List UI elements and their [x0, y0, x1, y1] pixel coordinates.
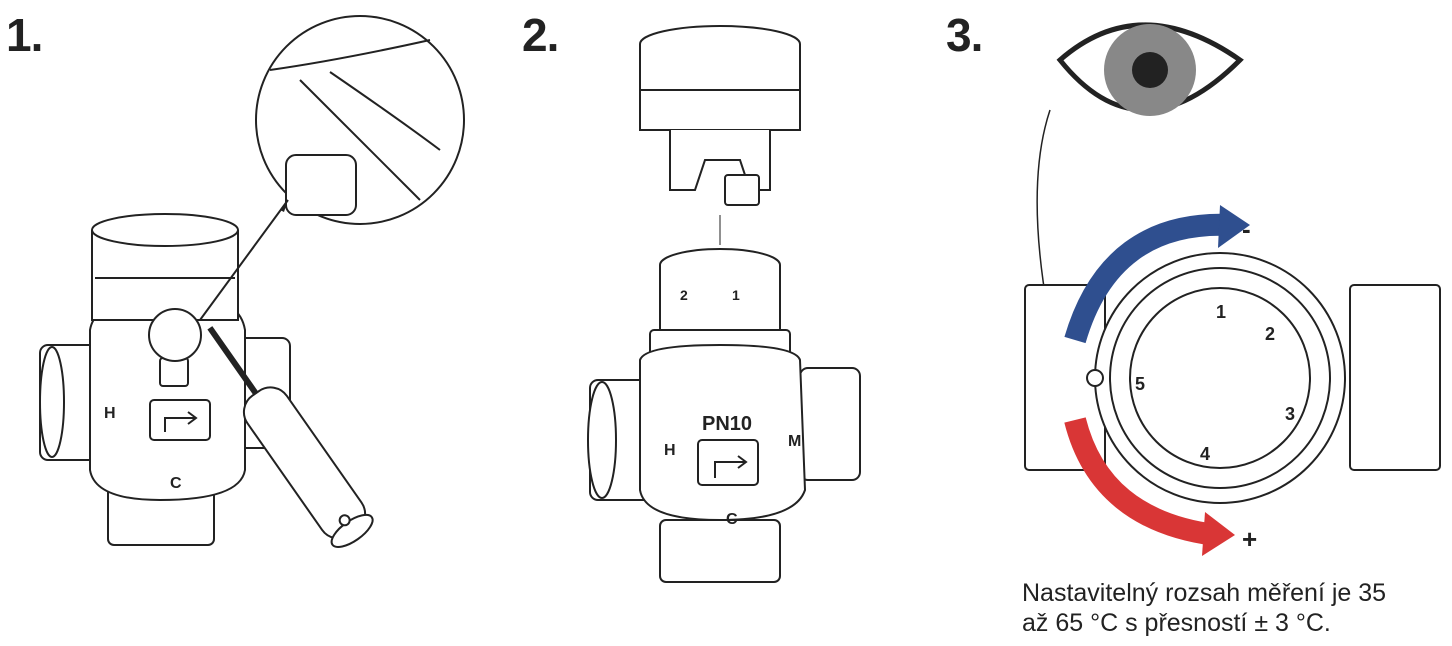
minus-sign: -	[1242, 214, 1251, 244]
actuator-housing	[639, 44, 801, 131]
valve-bottom-port	[659, 519, 781, 583]
caption-line-2: až 65 °C s přesností ± 3 °C.	[1022, 609, 1331, 637]
caption: Nastavitelný rozsah měření je 35 až 65 °…	[1022, 578, 1452, 638]
step-3-number: 3.	[946, 9, 983, 61]
dial-indicator	[1086, 369, 1104, 387]
step-1-number: 1.	[6, 9, 43, 61]
valve-right-port	[1349, 284, 1441, 471]
hot-port-label: H	[664, 442, 676, 459]
dial-mark-2: 2	[1265, 324, 1275, 344]
plus-sign: +	[1242, 524, 1257, 554]
dial-face	[1129, 287, 1311, 469]
dial-mark-4: 4	[1200, 444, 1210, 464]
valve-body	[639, 343, 807, 522]
zoom-pointer-arrow	[199, 199, 289, 321]
dial-knob	[659, 265, 781, 331]
cold-port-label: C	[726, 511, 738, 528]
step-1-panel: 1.	[0, 0, 470, 646]
step-2-number: 2.	[522, 9, 559, 61]
screwdriver	[207, 326, 374, 548]
decrease-arrowhead	[1218, 205, 1250, 248]
eye-icon	[1056, 22, 1244, 116]
lk-logo-icon	[159, 357, 189, 387]
flow-arrow-icon	[714, 455, 748, 478]
flow-arrow-box	[149, 399, 211, 441]
step-2-illustration: 2 1 PN10 H M C	[587, 25, 861, 583]
detail-logo	[285, 154, 357, 216]
hot-port-label: H	[104, 405, 116, 422]
increase-arrowhead	[1202, 512, 1235, 556]
step-1-illustration: H C	[39, 15, 465, 548]
valve-right-port	[799, 367, 861, 481]
lk-logo-icon	[724, 174, 760, 206]
valve-left-port-opening	[39, 346, 65, 458]
step-3-panel: 3. 1 2 3 4 5 - +	[910, 0, 1452, 646]
dial-mark-1: 1	[732, 287, 740, 303]
dial-mark-3: 3	[1285, 404, 1295, 424]
decrease-rotation-arrow	[1064, 213, 1231, 344]
dial-mark-5: 5	[1135, 374, 1145, 394]
detail-marker-circle	[148, 308, 202, 362]
step-3-illustration: 1 2 3 4 5 - +	[1024, 22, 1441, 556]
cold-port-label: C	[170, 475, 182, 492]
caption-line-1: Nastavitelný rozsah měření je 35	[1022, 579, 1387, 607]
dial-mark-2: 2	[680, 287, 688, 303]
increase-rotation-arrow	[1064, 417, 1217, 546]
flow-arrow-icon	[164, 411, 198, 432]
mixed-port-label: M	[788, 433, 801, 450]
step-2-panel: 2. 2 1 PN10 H M C	[470, 0, 910, 646]
dial-mark-1: 1	[1216, 302, 1226, 322]
actuator-top	[91, 213, 239, 247]
pressure-rating-label: PN10	[702, 413, 752, 435]
